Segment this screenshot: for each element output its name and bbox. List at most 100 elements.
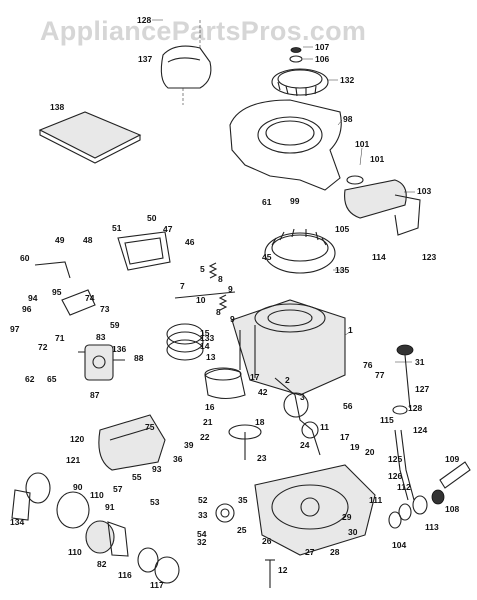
callout-101a: 101 xyxy=(355,139,369,149)
callout-28: 28 xyxy=(330,547,340,557)
intake-manifold-47 xyxy=(117,231,171,271)
cylinder-block-1 xyxy=(231,299,346,396)
piston-rings-15 xyxy=(166,323,204,361)
callout-106: 106 xyxy=(315,54,329,64)
flywheel-screen-132 xyxy=(271,68,329,97)
callout-48: 48 xyxy=(83,235,93,245)
callout-1: 1 xyxy=(348,325,353,335)
callout-105: 105 xyxy=(335,224,349,234)
callout-61: 61 xyxy=(262,197,272,207)
crankshaft-3 xyxy=(274,377,321,456)
callout-99: 99 xyxy=(290,196,300,206)
callout-16: 16 xyxy=(205,402,215,412)
callout-18: 18 xyxy=(255,417,265,427)
callout-127: 127 xyxy=(415,384,429,394)
callout-136: 136 xyxy=(112,344,126,354)
callout-20: 20 xyxy=(365,447,375,457)
callout-59: 59 xyxy=(110,320,120,330)
callout-71: 71 xyxy=(55,333,65,343)
callout-128b: 128 xyxy=(408,403,422,413)
callout-117: 117 xyxy=(150,580,164,590)
callout-110b: 110 xyxy=(68,547,82,557)
callout-11: 11 xyxy=(320,422,329,432)
callout-8a: 8 xyxy=(218,274,223,284)
camshaft-21 xyxy=(228,424,262,460)
callout-9b: 9 xyxy=(230,314,235,324)
callout-114: 114 xyxy=(372,252,386,262)
pto-assembly-right xyxy=(388,461,471,529)
callout-24: 24 xyxy=(300,440,310,450)
callout-135: 135 xyxy=(335,265,349,275)
callout-3: 3 xyxy=(300,392,305,402)
callout-33: 33 xyxy=(198,510,208,520)
callout-47: 47 xyxy=(163,224,173,234)
callout-32: 32 xyxy=(197,537,207,547)
callout-19: 19 xyxy=(350,442,360,452)
callout-23: 23 xyxy=(257,453,267,463)
callout-36: 36 xyxy=(173,454,183,464)
blower-housing-98 xyxy=(229,99,342,191)
callout-57: 57 xyxy=(113,484,123,494)
callout-98: 98 xyxy=(343,114,353,124)
bolt-12 xyxy=(265,559,275,588)
callout-13: 13 xyxy=(206,352,216,362)
callout-65: 65 xyxy=(47,374,57,384)
callout-115: 115 xyxy=(380,415,394,425)
piston-14 xyxy=(204,367,246,400)
callout-93: 93 xyxy=(152,464,162,474)
callout-107: 107 xyxy=(315,42,329,52)
callout-5: 5 xyxy=(200,264,205,274)
watermark-text: AppliancePartsPros.com xyxy=(40,16,366,46)
callout-91: 91 xyxy=(105,502,115,512)
callout-7: 7 xyxy=(180,281,185,291)
callout-72: 72 xyxy=(38,342,48,352)
callout-42: 42 xyxy=(258,387,268,397)
callout-52: 52 xyxy=(198,495,208,505)
callout-17b: 17 xyxy=(340,432,350,442)
callout-133: 133 xyxy=(200,333,214,343)
callout-39: 39 xyxy=(184,440,194,450)
flywheel-135 xyxy=(264,228,336,274)
callout-73: 73 xyxy=(100,304,110,314)
callout-82: 82 xyxy=(97,559,107,569)
callout-110a: 110 xyxy=(90,490,104,500)
callout-10: 10 xyxy=(196,295,206,305)
callout-88: 88 xyxy=(134,353,144,363)
drive-assembly-left xyxy=(11,472,180,584)
callout-15: 15 xyxy=(200,328,210,338)
callout-14: 14 xyxy=(200,341,210,351)
callout-74: 74 xyxy=(85,293,95,303)
crankcase-cover-25 xyxy=(254,464,376,556)
callout-50: 50 xyxy=(147,213,157,223)
callout-97: 97 xyxy=(10,324,20,334)
callout-101b: 101 xyxy=(370,154,384,164)
callout-29: 29 xyxy=(342,512,352,522)
dipstick-31 xyxy=(392,344,414,415)
callout-94: 94 xyxy=(28,293,38,303)
callout-17a: 17 xyxy=(250,372,260,382)
callout-8b: 8 xyxy=(216,307,221,317)
callout-83: 83 xyxy=(96,332,106,342)
callout-125: 125 xyxy=(388,454,402,464)
callout-75: 75 xyxy=(145,422,155,432)
callout-128: 128 xyxy=(137,15,151,25)
callout-90: 90 xyxy=(73,482,83,492)
callout-27: 27 xyxy=(305,547,315,557)
callout-109: 109 xyxy=(445,454,459,464)
callout-76: 76 xyxy=(363,360,373,370)
callout-62: 62 xyxy=(25,374,35,384)
callout-30: 30 xyxy=(348,527,358,537)
callout-116: 116 xyxy=(118,570,132,580)
callout-87: 87 xyxy=(90,390,100,400)
callout-95: 95 xyxy=(52,287,62,297)
callout-35: 35 xyxy=(238,495,248,505)
callout-132: 132 xyxy=(340,75,354,85)
callout-120: 120 xyxy=(70,434,84,444)
callout-121: 121 xyxy=(66,455,80,465)
washer-107-106 xyxy=(289,47,303,63)
callout-124: 124 xyxy=(413,425,427,435)
callout-51: 51 xyxy=(112,223,122,233)
callout-2: 2 xyxy=(285,375,290,385)
carburetor-136 xyxy=(78,344,125,381)
